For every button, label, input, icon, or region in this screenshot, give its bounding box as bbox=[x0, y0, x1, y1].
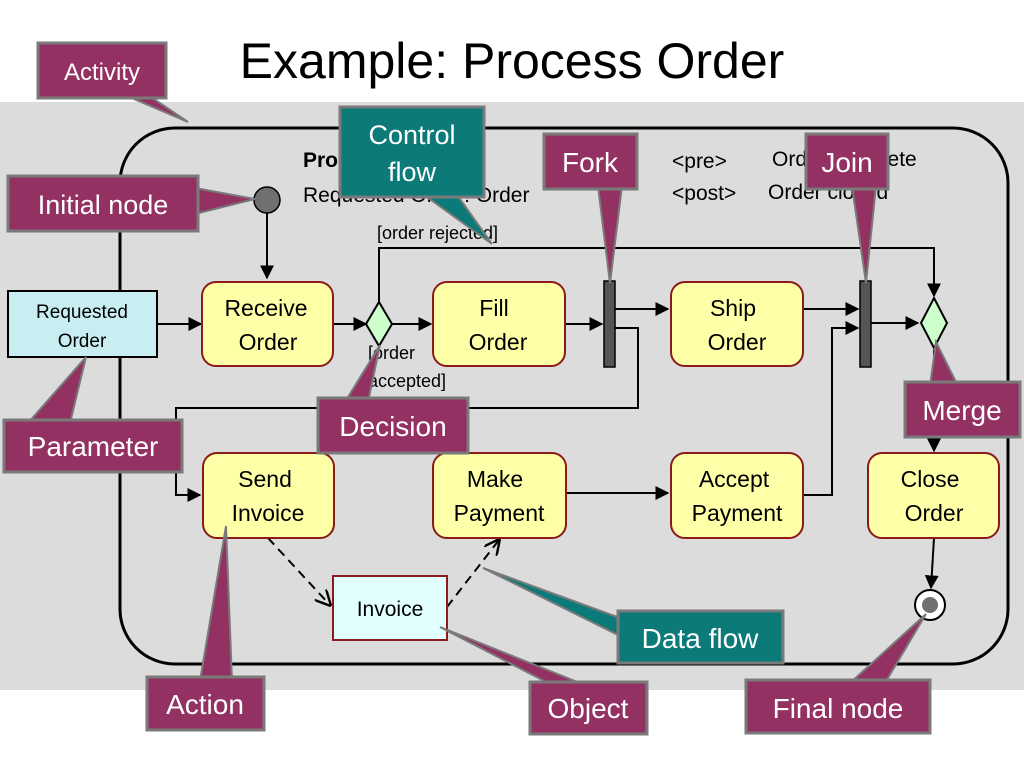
initial-node bbox=[253, 186, 281, 214]
action-fill-order-line2: Order bbox=[469, 329, 528, 355]
action-close-order-line2: Order bbox=[905, 500, 964, 526]
slide-title: Example: Process Order bbox=[239, 33, 785, 89]
action-send-invoice-line1: Send bbox=[238, 466, 292, 492]
guard-accepted-line2: accepted] bbox=[368, 371, 446, 391]
action-make-payment: Make Payment bbox=[432, 452, 567, 539]
object-node-invoice bbox=[332, 575, 448, 641]
action-ship-order: Ship Order bbox=[670, 281, 804, 367]
fork-bar bbox=[603, 280, 616, 368]
action-ship-order-line1: Ship bbox=[710, 295, 756, 321]
merge-node bbox=[919, 295, 949, 351]
action-accept-payment: Accept Payment bbox=[670, 452, 804, 539]
join-bar bbox=[859, 280, 872, 368]
callout-join: Join bbox=[804, 132, 890, 284]
callout-action: Action bbox=[145, 525, 266, 732]
action-make-payment-line1: Make bbox=[467, 466, 523, 492]
callout-object-label: Object bbox=[548, 693, 629, 724]
parameter-node-line1: Requested bbox=[36, 302, 128, 323]
action-ship-order-line2: Order bbox=[708, 329, 767, 355]
callout-activity-label: Activity bbox=[64, 59, 140, 86]
callout-control-flow-line1: Control bbox=[368, 120, 455, 150]
callout-parameter: Parameter bbox=[2, 356, 184, 474]
callout-activity: Activity bbox=[36, 41, 189, 123]
callout-control-flow-line2: flow bbox=[388, 157, 437, 187]
callout-decision: Decision bbox=[316, 344, 470, 455]
action-send-invoice-line2: Invoice bbox=[232, 500, 305, 526]
callout-object: Object bbox=[439, 626, 649, 736]
callout-final-node: Final node bbox=[744, 613, 932, 735]
action-send-invoice: Send Invoice bbox=[202, 452, 335, 539]
dataflow-send-invoice-object bbox=[267, 537, 330, 605]
action-accept-payment-line2: Payment bbox=[692, 500, 783, 526]
precondition-label: <pre> bbox=[672, 150, 727, 173]
callout-data-flow-label: Data flow bbox=[642, 623, 759, 654]
action-fill-order-line1: Fill bbox=[479, 295, 508, 321]
action-make-payment-line2: Payment bbox=[454, 500, 545, 526]
callout-action-label: Action bbox=[166, 689, 244, 720]
callout-merge-label: Merge bbox=[922, 395, 1001, 426]
guard-rejected: [order rejected] bbox=[377, 223, 498, 243]
action-receive-order-line1: Receive bbox=[224, 295, 307, 321]
final-node-inner bbox=[922, 597, 938, 613]
postcondition-label: <post> bbox=[672, 182, 736, 205]
callout-merge: Merge bbox=[903, 338, 1022, 439]
callout-join-label: Join bbox=[821, 147, 872, 178]
callout-data-flow: Data flow bbox=[482, 567, 785, 665]
action-receive-order-line2: Order bbox=[239, 329, 298, 355]
object-node-label: Invoice bbox=[357, 598, 424, 621]
callout-initial-node: Initial node bbox=[6, 174, 256, 233]
callout-fork-label: Fork bbox=[562, 147, 619, 178]
callout-initial-node-label: Initial node bbox=[38, 190, 169, 220]
callout-decision-label: Decision bbox=[339, 411, 446, 442]
parameter-node-line2: Order bbox=[58, 331, 107, 352]
flow-close-final bbox=[924, 537, 939, 590]
callout-control-flow: Control flow bbox=[338, 105, 493, 245]
action-close-order: Close Order bbox=[867, 452, 1000, 539]
parameter-node bbox=[7, 290, 158, 358]
flow-accept-join bbox=[803, 321, 860, 496]
callout-final-node-label: Final node bbox=[773, 693, 904, 724]
action-close-order-line1: Close bbox=[901, 466, 960, 492]
action-accept-payment-line1: Accept bbox=[699, 466, 770, 492]
callout-fork: Fork bbox=[542, 132, 639, 284]
action-fill-order: Fill Order bbox=[432, 281, 566, 367]
callout-parameter-label: Parameter bbox=[28, 431, 159, 462]
flow-rejected-merge bbox=[378, 247, 941, 304]
action-receive-order: Receive Order bbox=[201, 281, 334, 367]
